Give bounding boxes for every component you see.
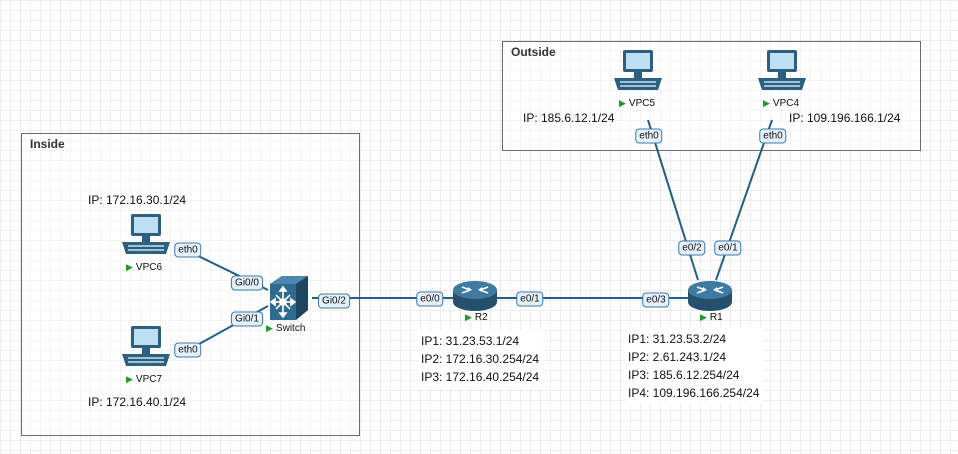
vpc7-node[interactable] [120, 324, 172, 372]
vpc6-name: VPC6 [135, 262, 163, 273]
r1-label: ▶R1 [700, 312, 723, 323]
vpc4-node[interactable] [756, 48, 808, 96]
router-icon [688, 281, 732, 311]
router-icon [453, 281, 497, 311]
switch-name: Switch [275, 323, 306, 334]
play-triangle-icon: ▶ [266, 323, 273, 333]
desktop-computer-icon [122, 214, 170, 254]
outside-zone-label: Outside [511, 45, 556, 59]
vpc4-name: VPC4 [772, 98, 800, 109]
desktop-computer-icon [614, 50, 662, 90]
r1-ip1: IP1: 31.23.53.2/24 [628, 332, 727, 346]
desktop-computer-icon [122, 326, 170, 366]
port-r2-e01[interactable]: e0/1 [516, 291, 544, 307]
port-r1-e02[interactable]: e0/2 [678, 240, 706, 256]
play-triangle-icon: ▶ [126, 262, 133, 272]
r1-name: R1 [709, 312, 723, 323]
r1-node[interactable] [685, 279, 735, 313]
play-triangle-icon: ▶ [465, 312, 472, 322]
play-triangle-icon: ▶ [700, 312, 707, 322]
vpc6-label: ▶VPC6 [126, 262, 162, 273]
vpc7-name: VPC7 [135, 374, 163, 385]
vpc6-ip: IP: 172.16.30.1/24 [88, 193, 187, 207]
vpc7-ip: IP: 172.16.40.1/24 [88, 395, 187, 409]
vpc5-name: VPC5 [628, 98, 656, 109]
vpc5-label: ▶VPC5 [619, 98, 655, 109]
r2-ip1: IP1: 31.23.53.1/24 [421, 334, 520, 348]
r2-node[interactable] [450, 279, 500, 313]
port-vpc4-eth0[interactable]: eth0 [759, 128, 787, 144]
r1-ip2: IP2: 2.61.243.1/24 [628, 350, 727, 364]
port-r1-e01[interactable]: e0/1 [714, 240, 742, 256]
switch-label: ▶Switch [266, 323, 305, 334]
port-vpc6-eth0[interactable]: eth0 [174, 242, 202, 258]
vpc7-label: ▶VPC7 [126, 374, 162, 385]
r2-ip2: IP2: 172.16.30.254/24 [421, 352, 540, 366]
port-vpc7-eth0[interactable]: eth0 [174, 342, 202, 358]
r2-name: R2 [474, 312, 488, 323]
port-vpc5-eth0[interactable]: eth0 [635, 128, 663, 144]
desktop-computer-icon [758, 50, 806, 90]
vpc6-node[interactable] [120, 212, 172, 260]
port-switch-gi00[interactable]: Gi0/0 [231, 275, 263, 291]
vpc5-ip: IP: 185.6.12.1/24 [523, 111, 615, 125]
inside-zone-label: Inside [30, 137, 65, 151]
port-r2-e00[interactable]: e0/0 [416, 291, 444, 307]
play-triangle-icon: ▶ [763, 98, 770, 108]
r1-ip-block: IP1: 31.23.53.2/24 IP2: 2.61.243.1/24 IP… [624, 328, 764, 404]
multilayer-switch-icon [269, 276, 308, 320]
switch-node[interactable] [264, 274, 312, 322]
link-vpc4-r1[interactable] [715, 119, 773, 281]
r1-ip4: IP4: 109.196.166.254/24 [628, 386, 760, 400]
vpc5-node[interactable] [612, 48, 664, 96]
r1-ip3: IP3: 185.6.12.254/24 [628, 368, 740, 382]
link-vpc5-r1[interactable] [647, 119, 699, 281]
vpc4-label: ▶VPC4 [763, 98, 799, 109]
play-triangle-icon: ▶ [619, 98, 626, 108]
port-switch-gi01[interactable]: Gi0/1 [231, 311, 263, 327]
port-r1-e03[interactable]: e0/3 [642, 292, 670, 308]
r2-label: ▶R2 [465, 312, 488, 323]
r2-ip3: IP3: 172.16.40.254/24 [421, 370, 540, 384]
play-triangle-icon: ▶ [126, 374, 133, 384]
outside-zone: Outside [502, 41, 921, 151]
vpc4-ip: IP: 109.196.166.1/24 [789, 111, 901, 125]
port-switch-gi02[interactable]: Gi0/2 [318, 293, 350, 309]
r2-ip-block: IP1: 31.23.53.1/24 IP2: 172.16.30.254/24… [417, 330, 544, 388]
